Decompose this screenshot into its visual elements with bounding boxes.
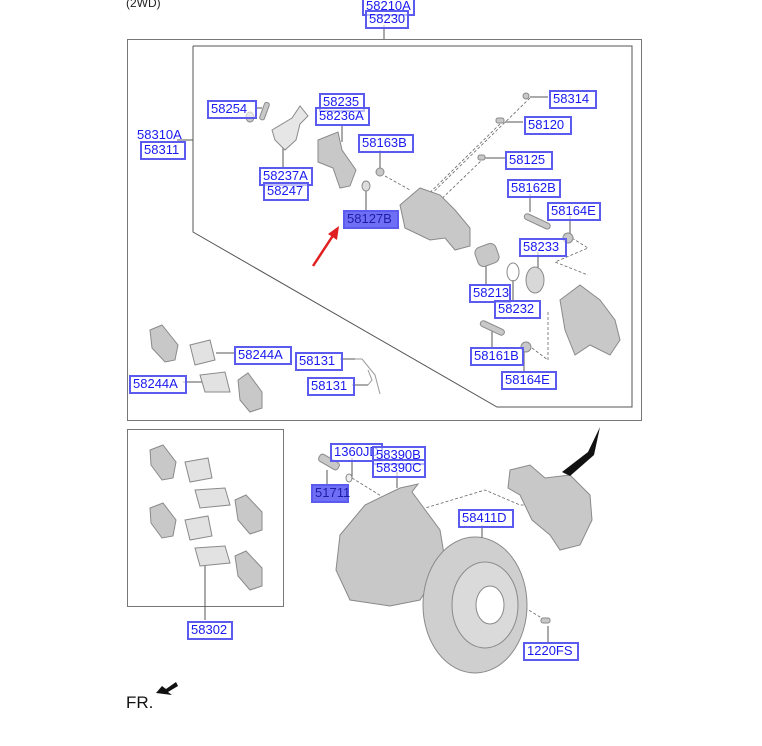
part-label-58244A-right[interactable]: 58244A [234, 346, 292, 365]
caliper-inner-frame [192, 45, 633, 408]
part-label-58302[interactable]: 58302 [187, 621, 233, 640]
part-label-51711[interactable]: 51711 [311, 484, 350, 503]
piston-seal-part [506, 262, 520, 282]
kit-pad-2 [149, 502, 177, 539]
disc-screw-part [540, 617, 551, 624]
part-label-58236A[interactable]: 58236A [315, 107, 370, 126]
kit-pad-1 [149, 444, 177, 481]
part-label-58127B[interactable]: 58127B [343, 210, 399, 229]
wear-sensor-wire-part-2 [367, 369, 373, 386]
part-label-58125[interactable]: 58125 [505, 151, 553, 170]
part-label-58390C[interactable]: 58390C [372, 459, 426, 478]
part-label-58244A-left[interactable]: 58244A [129, 375, 187, 394]
part-label-58120[interactable]: 58120 [524, 116, 572, 135]
guide-pin-part [479, 320, 505, 336]
caliper-body-part [399, 187, 471, 251]
variant-note: (2WD) [126, 0, 161, 10]
front-direction-arrow-icon [156, 682, 178, 695]
nipple-part [495, 117, 505, 124]
part-label-58213[interactable]: 58213 [469, 284, 511, 303]
kit-clip-1 [184, 457, 213, 483]
part-label-58164E-top[interactable]: 58164E [547, 202, 601, 221]
part-label-58254[interactable]: 58254 [207, 100, 257, 119]
front-direction-label: FR. [126, 693, 154, 712]
disc-center-hole [475, 585, 505, 625]
dust-boot-part [525, 266, 545, 294]
screw-part [477, 154, 486, 161]
shim-clip-part [189, 339, 216, 366]
wear-sensor-wire-part [355, 358, 381, 395]
cap-part [522, 92, 530, 100]
part-label-1220FS[interactable]: 1220FS [523, 642, 579, 661]
part-label-58131-top[interactable]: 58131 [295, 352, 343, 371]
assembled-caliper-part [507, 464, 593, 551]
connector-swoosh [562, 427, 600, 476]
piston-part [474, 243, 500, 267]
lever-part [271, 105, 309, 151]
part-label-58311[interactable]: 58311 [140, 141, 186, 160]
seal-washer-part [361, 180, 371, 192]
part-label-58233[interactable]: 58233 [519, 238, 567, 257]
part-label-58237A[interactable]: 58237A [259, 167, 313, 186]
part-label-58411D[interactable]: 58411D [458, 509, 514, 528]
spring-part [259, 101, 270, 121]
selection-arrow-icon [311, 226, 339, 267]
part-label-58163B[interactable]: 58163B [358, 134, 414, 153]
hub-washer-part [345, 473, 353, 483]
part-label-58164E-bottom[interactable]: 58164E [501, 371, 557, 390]
kit-clip-4 [194, 545, 231, 567]
part-label-58314[interactable]: 58314 [549, 90, 597, 109]
part-label-58232[interactable]: 58232 [494, 300, 541, 319]
part-label-58247[interactable]: 58247 [263, 182, 309, 201]
part-label-58131-bottom[interactable]: 58131 [307, 377, 355, 396]
dust-shield-part [335, 483, 446, 607]
bleeder-bolt-part [375, 167, 385, 177]
kit-clip-2 [194, 487, 231, 509]
caliper-carrier-part [559, 284, 621, 356]
kit-clip-3 [184, 515, 213, 541]
part-label-58161B[interactable]: 58161B [470, 347, 524, 366]
kit-pad-3 [234, 494, 263, 535]
parking-bracket-part [317, 131, 357, 189]
pad-outer-part [237, 372, 263, 413]
pad-inner-part [149, 324, 179, 363]
kit-pad-4 [234, 550, 263, 591]
part-label-58162B[interactable]: 58162B [507, 179, 561, 198]
part-label-58310A[interactable]: 58310A [137, 127, 182, 142]
part-label-58230[interactable]: 58230 [365, 10, 410, 29]
caliper-assembly-frame [127, 39, 642, 421]
part-label-1360JD[interactable]: 1360JD [330, 443, 383, 462]
shim-clip-part-2 [199, 371, 231, 393]
guide-bolt-part [523, 213, 551, 230]
